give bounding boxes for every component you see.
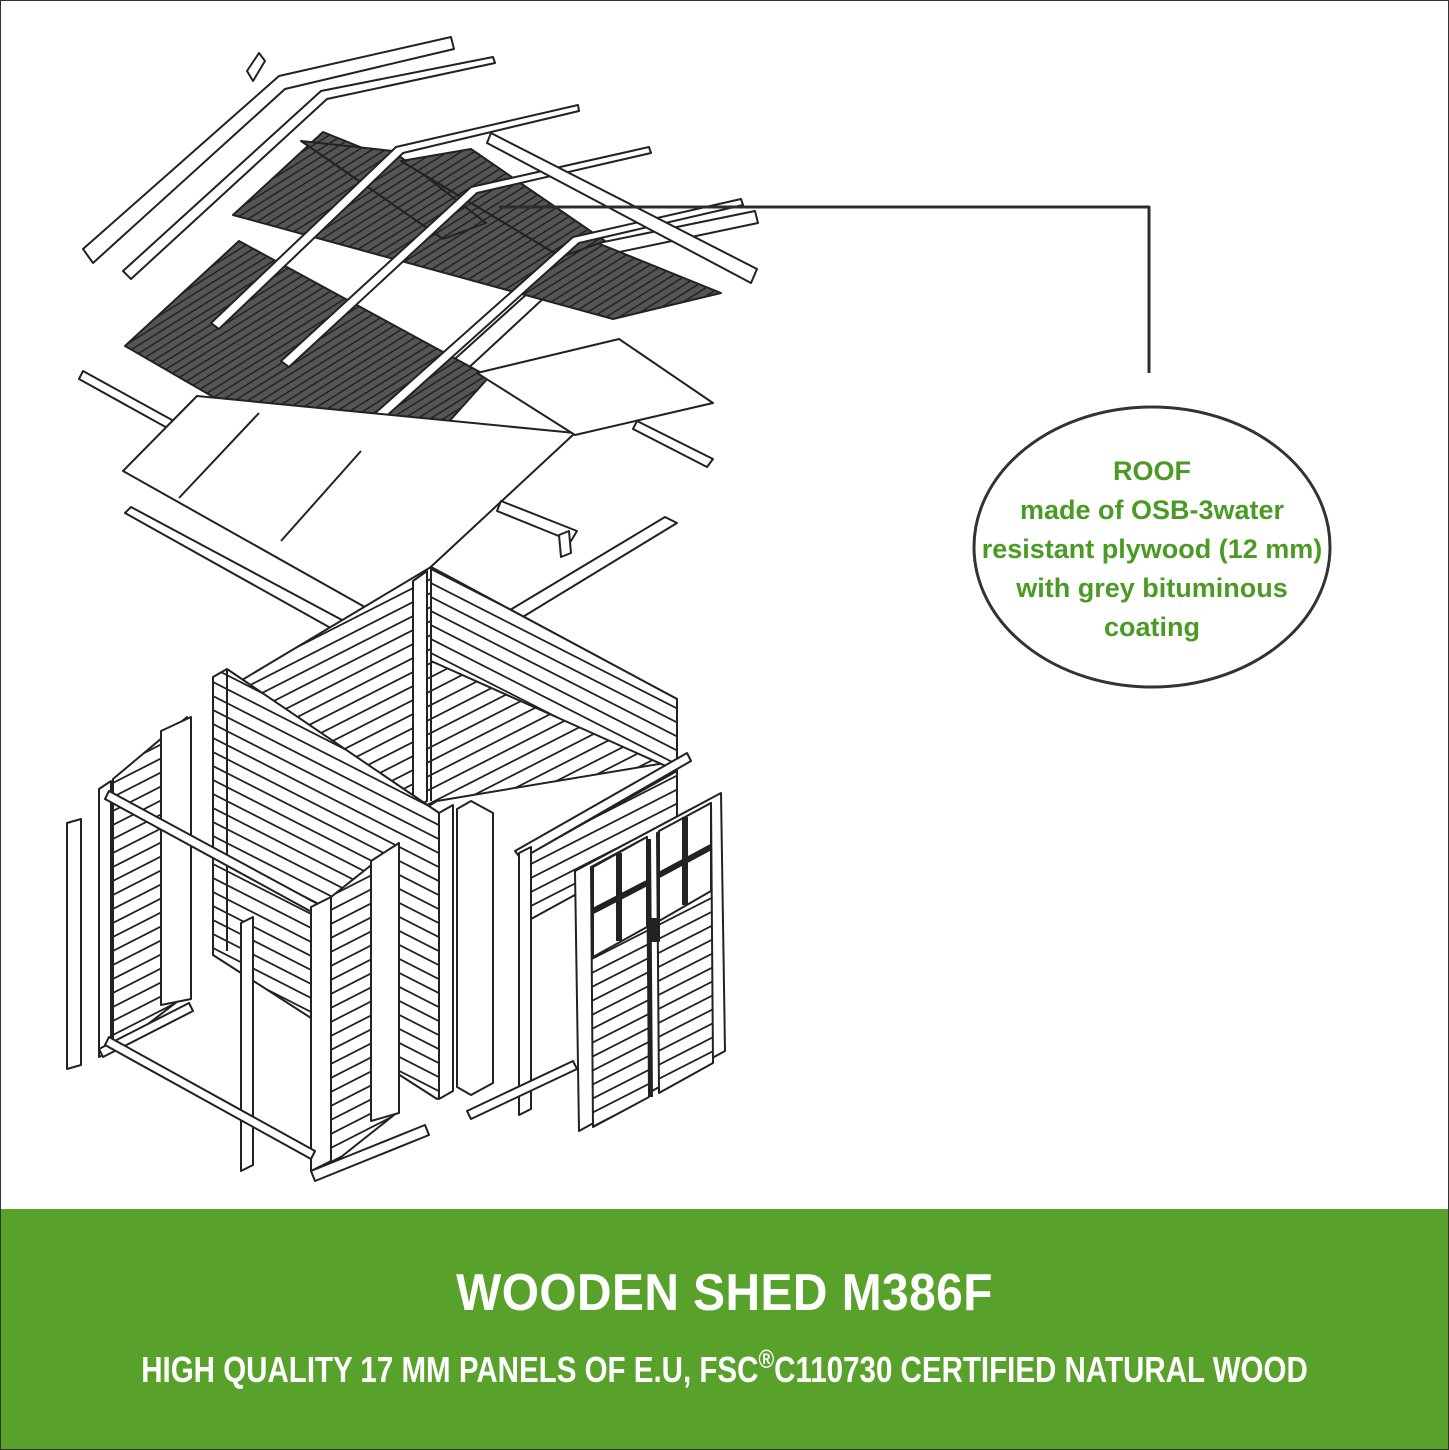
- callout-line-5: coating: [1103, 611, 1200, 642]
- roof-osb-sheets: [122, 338, 714, 656]
- product-banner: WOODEN SHED M386F HIGH QUALITY 17 MM PAN…: [1, 1209, 1448, 1449]
- subtitle-part-2: C110730 CERTIFIED NATURAL WOOD: [774, 1349, 1308, 1390]
- callout-line-4: with grey bituminous: [1016, 572, 1288, 603]
- front-center-panel: [104, 842, 430, 1182]
- roof-callout-pointer: [499, 205, 1332, 689]
- double-door: [574, 792, 726, 1132]
- right-wall-panel: [466, 752, 692, 1120]
- front-left-panel: [66, 716, 328, 1070]
- callout-line-1: ROOF: [1113, 455, 1191, 486]
- product-subtitle: HIGH QUALITY 17 MM PANELS OF E.U, FSC®C1…: [131, 1346, 1318, 1391]
- shed-exploded-diagram: [66, 36, 1332, 1182]
- product-title: WOODEN SHED M386F: [456, 1264, 993, 1322]
- callout-line-3: resistant plywood (12 mm): [981, 533, 1323, 564]
- callout-line-2: made of OSB-3water: [1019, 494, 1285, 525]
- roof-callout-text: ROOF made of OSB-3water resistant plywoo…: [974, 409, 1330, 689]
- subtitle-part-1: HIGH QUALITY 17 MM PANELS OF E.U, FSC: [141, 1349, 759, 1390]
- registered-mark: ®: [758, 1344, 775, 1374]
